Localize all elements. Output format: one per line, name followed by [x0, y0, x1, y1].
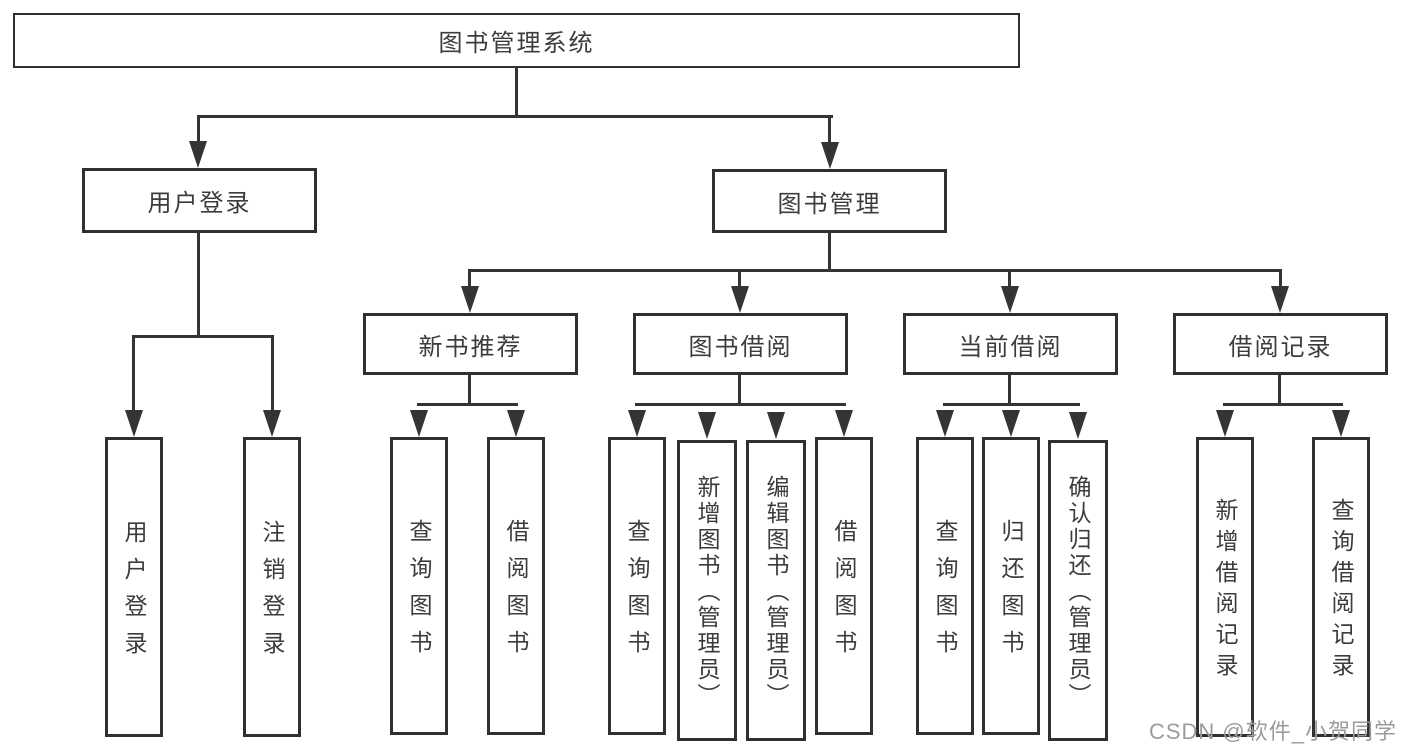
- arrow-down-icon: [821, 142, 839, 169]
- connector-records-hline: [1223, 403, 1343, 406]
- connector-login-stem: [197, 232, 200, 338]
- connector-records-stem: [1278, 374, 1281, 406]
- leaf-borrow-books: 借阅图书: [815, 437, 873, 735]
- leaf-label: 查询图书: [932, 519, 958, 667]
- node-label: 图书管理: [777, 190, 882, 218]
- connector-root-stem: [515, 67, 518, 117]
- leaf-query-books: 查询图书: [916, 437, 974, 735]
- leaf-return-books: 归还图书: [982, 437, 1040, 735]
- arrow-down-icon: [1271, 286, 1289, 313]
- leaf-query-books: 查询图书: [390, 437, 448, 735]
- leaf-label: 确认归还（管理员）: [1065, 475, 1091, 709]
- leaf-user-login: 用户登录: [105, 437, 163, 737]
- arrow-down-icon: [1069, 412, 1087, 439]
- leaf-label: 借阅图书: [831, 519, 857, 667]
- node-label: 图书管理系统: [438, 30, 595, 57]
- leaf-label: 借阅图书: [503, 519, 529, 667]
- connector-level3-hline: [468, 269, 1282, 272]
- node-current-borrow: 当前借阅: [903, 313, 1118, 375]
- arrow-down-icon: [1332, 410, 1350, 437]
- connector-current-stem: [1008, 374, 1011, 406]
- leaf-label: 归还图书: [998, 519, 1024, 667]
- leaf-label: 注销登录: [259, 520, 285, 668]
- arrow-down-icon: [835, 410, 853, 437]
- node-label: 图书借阅: [688, 333, 793, 361]
- connector-level1-hline: [197, 115, 833, 118]
- connector-records-stub: [1279, 269, 1282, 289]
- connector-current-stub: [1008, 269, 1011, 289]
- connector-login-child-stub-1: [132, 335, 135, 413]
- arrow-down-icon: [1216, 410, 1234, 437]
- node-label: 用户登录: [147, 190, 252, 217]
- arrow-down-icon: [767, 412, 785, 439]
- leaf-borrow-books: 借阅图书: [487, 437, 545, 735]
- arrow-down-icon: [189, 141, 207, 168]
- arrow-down-icon: [461, 286, 479, 313]
- leaf-label: 新增图书（管理员）: [694, 475, 720, 709]
- connector-current-hline: [943, 403, 1080, 406]
- leaf-add-books-admin: 新增图书（管理员）: [677, 440, 737, 741]
- arrow-down-icon: [628, 410, 646, 437]
- node-label: 借阅记录: [1228, 333, 1333, 361]
- arrow-down-icon: [125, 410, 143, 437]
- arrow-down-icon: [698, 412, 716, 439]
- connector-recommend-stem: [468, 374, 471, 406]
- arrow-down-icon: [263, 410, 281, 437]
- arrow-down-icon: [410, 410, 428, 437]
- connector-borrow-stem: [738, 374, 741, 406]
- connector-login-stub: [197, 115, 200, 143]
- leaf-query-books: 查询图书: [608, 437, 666, 735]
- leaf-label: 新增借阅记录: [1212, 498, 1238, 684]
- node-book-borrow: 图书借阅: [633, 313, 848, 375]
- arrow-down-icon: [1001, 286, 1019, 313]
- connector-recommend-hline: [417, 403, 518, 406]
- node-library-management-system: 图书管理系统: [13, 13, 1020, 68]
- leaf-label: 查询图书: [406, 519, 432, 667]
- connector-recommend-stub: [468, 269, 471, 289]
- node-new-book-recommend: 新书推荐: [363, 313, 578, 375]
- leaf-label: 查询图书: [624, 519, 650, 667]
- node-user-login: 用户登录: [82, 168, 317, 233]
- arrow-down-icon: [936, 410, 954, 437]
- connector-login-child-stub-2: [271, 335, 274, 413]
- leaf-logout: 注销登录: [243, 437, 301, 737]
- arrow-down-icon: [507, 410, 525, 437]
- leaf-confirm-return-admin: 确认归还（管理员）: [1048, 440, 1108, 741]
- leaf-label: 编辑图书（管理员）: [763, 475, 789, 709]
- leaf-add-borrow-record: 新增借阅记录: [1196, 437, 1254, 737]
- leaf-edit-books-admin: 编辑图书（管理员）: [746, 440, 806, 741]
- node-label: 当前借阅: [958, 333, 1063, 361]
- leaf-label: 查询借阅记录: [1328, 498, 1354, 684]
- watermark: CSDN @软件_小贺同学: [1148, 719, 1397, 744]
- connector-borrow-hline: [635, 403, 846, 406]
- leaf-label: 用户登录: [121, 520, 147, 668]
- leaf-query-borrow-record: 查询借阅记录: [1312, 437, 1370, 737]
- arrow-down-icon: [731, 286, 749, 313]
- connector-borrow-stub: [738, 269, 741, 289]
- node-book-management: 图书管理: [712, 169, 947, 233]
- connector-login-hline: [132, 335, 274, 338]
- node-label: 新书推荐: [418, 333, 523, 361]
- node-borrow-records: 借阅记录: [1173, 313, 1388, 375]
- connector-mgmt-stem: [828, 232, 831, 272]
- arrow-down-icon: [1002, 410, 1020, 437]
- connector-mgmt-stub: [828, 115, 831, 143]
